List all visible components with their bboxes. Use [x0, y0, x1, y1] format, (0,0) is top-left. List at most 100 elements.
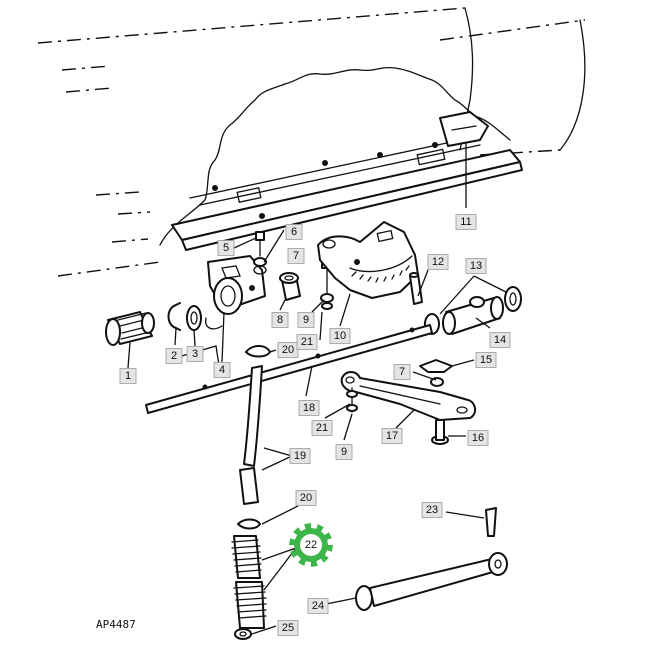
callout-text: 20 [300, 492, 312, 504]
callout-text: 7 [399, 366, 405, 378]
callout-box [277, 342, 299, 358]
callout-c10: 10 [329, 328, 351, 344]
callout-text: 6 [291, 226, 297, 238]
callout-box [381, 428, 403, 444]
callout-box [335, 444, 353, 460]
figure-code: AP4487 [96, 618, 136, 631]
callout-box [475, 352, 497, 368]
pin-12 [409, 272, 423, 305]
callout-box [285, 224, 303, 240]
callout-text: 11 [460, 216, 471, 228]
callout-box [427, 254, 449, 270]
callout-c12: 12 [427, 254, 449, 270]
callout-box [489, 332, 511, 348]
callout-text: 14 [494, 334, 506, 346]
callout-text: 3 [192, 348, 198, 360]
callout-c25: 25 [277, 620, 299, 636]
callout-text: 22 [305, 539, 317, 551]
callout-c14: 14 [489, 332, 511, 348]
callout-text: 16 [472, 432, 484, 444]
callout-box [311, 420, 333, 436]
callout-box [455, 214, 477, 230]
callout-text: 17 [386, 430, 398, 442]
callout-box [289, 448, 311, 464]
callout-c7a: 7 [287, 248, 305, 264]
callout-box [307, 598, 329, 614]
quadrant-plate [317, 221, 419, 299]
callout-box [421, 502, 443, 518]
callout-text: 23 [426, 504, 438, 516]
callout-text: 7 [293, 250, 299, 262]
clip-20-lower [237, 518, 261, 530]
springs-22 [231, 535, 267, 629]
callout-c11: 11 [455, 214, 477, 230]
vertical-rod-19 [239, 365, 263, 505]
callout-c9b: 9 [335, 444, 353, 460]
lever-arm-17 [340, 371, 476, 421]
callout-text: 5 [223, 242, 229, 254]
callout-box [467, 430, 489, 446]
callout-text: 9 [303, 314, 309, 326]
callout-c7b: 7 [393, 364, 411, 380]
callout-text: 24 [312, 600, 324, 612]
cutter-bar-frame [171, 111, 523, 251]
callout-box [271, 312, 289, 328]
nut-25 [234, 628, 252, 640]
callout-text: 15 [480, 354, 492, 366]
callout-text: 13 [470, 260, 482, 272]
callout-c21b: 21 [311, 420, 333, 436]
callout-c15: 15 [475, 352, 497, 368]
washer-3 [186, 305, 202, 331]
callout-c18: 18 [298, 400, 320, 416]
bolt-9-lower [346, 387, 358, 413]
callout-box [295, 490, 317, 506]
callout-c8: 8 [271, 312, 289, 328]
callout-c5: 5 [217, 240, 235, 256]
wing-nut-7 [419, 359, 453, 387]
callout-text: 19 [294, 450, 306, 462]
callout-box [287, 248, 305, 264]
bushing-8 [279, 272, 301, 301]
callout-text: 8 [277, 314, 283, 326]
callout-text: 18 [303, 402, 315, 414]
adjusting-sleeve [424, 286, 522, 335]
callout-text: 1 [125, 370, 131, 382]
callout-c20b: 20 [295, 490, 317, 506]
hood-outline [37, 7, 586, 277]
callout-c19: 19 [289, 448, 311, 464]
callout-text: 4 [219, 364, 225, 376]
bolt-5 [255, 231, 265, 257]
callout-box [277, 620, 299, 636]
callout-c22: 22 [305, 539, 317, 551]
callout-box [217, 240, 235, 256]
bearing-housing [205, 255, 266, 330]
callout-c23: 23 [421, 502, 443, 518]
callout-c17: 17 [381, 428, 403, 444]
callout-text: 21 [316, 422, 328, 434]
callout-text: 10 [334, 330, 346, 342]
splined-gear [105, 311, 155, 346]
callout-box [165, 348, 183, 364]
callout-box [297, 312, 315, 328]
callout-text: 12 [432, 256, 444, 268]
lock-nut-6 [253, 257, 267, 275]
callout-c2: 2 [165, 348, 183, 364]
callout-c24: 24 [307, 598, 329, 614]
callout-box [213, 362, 231, 378]
callout-c1: 1 [119, 368, 137, 384]
callout-box [465, 258, 487, 274]
shaft-24 [355, 552, 508, 611]
callout-c20a: 20 [277, 342, 299, 358]
leader-lines [127, 142, 507, 635]
callout-text: 25 [282, 622, 294, 634]
callout-c3: 3 [186, 346, 204, 362]
callout-c16: 16 [467, 430, 489, 446]
snap-ring [167, 302, 181, 331]
callout-box [119, 368, 137, 384]
callout-text: 9 [341, 446, 347, 458]
highlight-gear-icon [289, 523, 333, 567]
callout-c13: 13 [465, 258, 487, 274]
callout-text: 20 [282, 344, 294, 356]
